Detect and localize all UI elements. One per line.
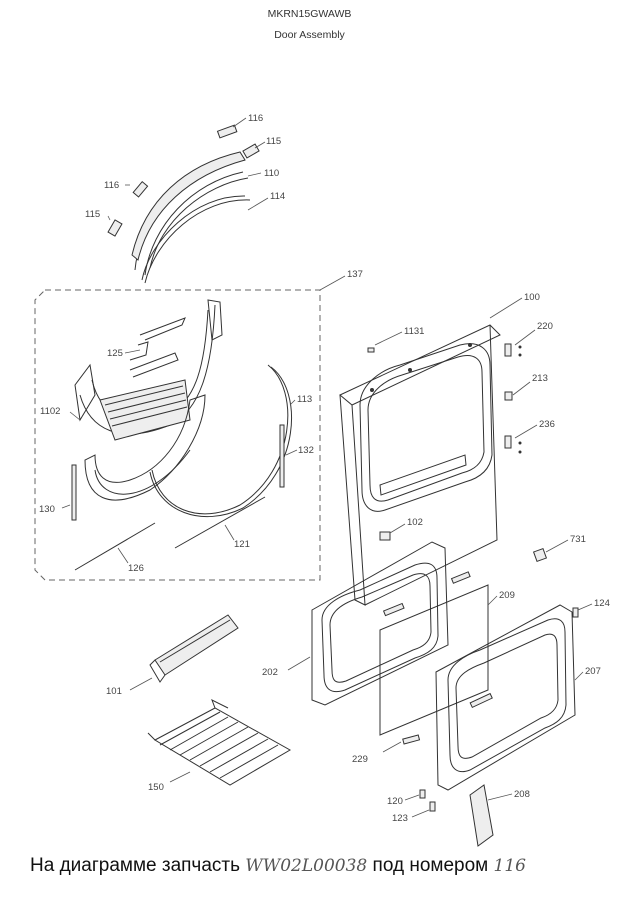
callout-130: 130 [39, 504, 55, 515]
caption-middle: под номером [372, 855, 489, 876]
caption-part-number: WW02L00038 [245, 856, 368, 876]
filter-101 [149, 614, 239, 683]
part-124 [572, 607, 579, 618]
callout-115-left: 115 [85, 209, 100, 220]
gasket-113-edge [149, 366, 292, 517]
callout-236: 236 [539, 419, 555, 430]
wire-125b [129, 352, 179, 378]
callout-116-left: 116 [104, 180, 119, 191]
caption-callout-number: 116 [493, 856, 526, 876]
callout-208: 208 [514, 789, 530, 800]
drying-rack-150 [147, 698, 292, 786]
callout-101: 101 [106, 686, 122, 697]
door-panel-100 [339, 324, 501, 606]
callout-202: 202 [262, 667, 278, 678]
wire-125 [129, 317, 186, 361]
inner-door-frame-202 [311, 541, 471, 706]
part-213 [504, 391, 513, 401]
hinge-220 [504, 343, 512, 357]
part-229 [402, 734, 421, 745]
door-handle-208 [469, 784, 494, 847]
part-123 [429, 801, 436, 812]
callout-731: 731 [570, 534, 586, 545]
callout-220: 220 [537, 321, 553, 332]
rod-132 [279, 424, 285, 488]
callout-121: 121 [234, 539, 250, 550]
callout-126: 126 [128, 563, 144, 574]
callout-207: 207 [585, 666, 601, 677]
callout-125: 125 [107, 348, 123, 359]
callout-124: 124 [594, 598, 610, 609]
callout-110: 110 [264, 168, 279, 179]
rod-121 [174, 496, 266, 549]
rod-130 [71, 464, 77, 521]
glass-209 [379, 584, 489, 736]
callout-116-top: 116 [248, 113, 263, 124]
hinge-236 [504, 435, 512, 449]
screw-1131 [367, 347, 375, 353]
assembly-137-boundary [34, 289, 321, 581]
part-731 [532, 547, 548, 563]
callout-102: 102 [407, 517, 423, 528]
callout-113: 113 [297, 394, 312, 405]
callout-123: 123 [392, 813, 408, 824]
diagram-title: Door Assembly [274, 29, 345, 41]
callout-1102: 1102 [40, 406, 60, 417]
caption: На диаграмме запчасть WW02L00038 под ном… [30, 855, 526, 877]
callout-100: 100 [524, 292, 540, 303]
exploded-parts-diagram: 116 115 110 116 115 114 137 125 1102 113… [34, 113, 610, 847]
gasket-113 [151, 364, 289, 515]
callout-114: 114 [270, 191, 285, 202]
drum-front-shell [74, 299, 223, 501]
part-102 [379, 531, 391, 541]
callout-137: 137 [347, 269, 363, 280]
callout-132: 132 [298, 445, 314, 456]
callout-120: 120 [387, 796, 403, 807]
caption-prefix: На диаграмме запчасть [30, 855, 241, 876]
callout-209: 209 [499, 590, 515, 601]
part-120 [419, 789, 426, 799]
callout-213: 213 [532, 373, 548, 384]
callout-150: 150 [148, 782, 164, 793]
callout-1131: 1131 [404, 326, 424, 337]
callout-229: 229 [352, 754, 368, 765]
top-arc-assembly [107, 124, 260, 284]
model-number: MKRN15GWAWB [267, 8, 352, 20]
callout-115-top: 115 [266, 136, 281, 147]
outer-door-207 [435, 604, 576, 791]
rod-126 [74, 522, 156, 571]
